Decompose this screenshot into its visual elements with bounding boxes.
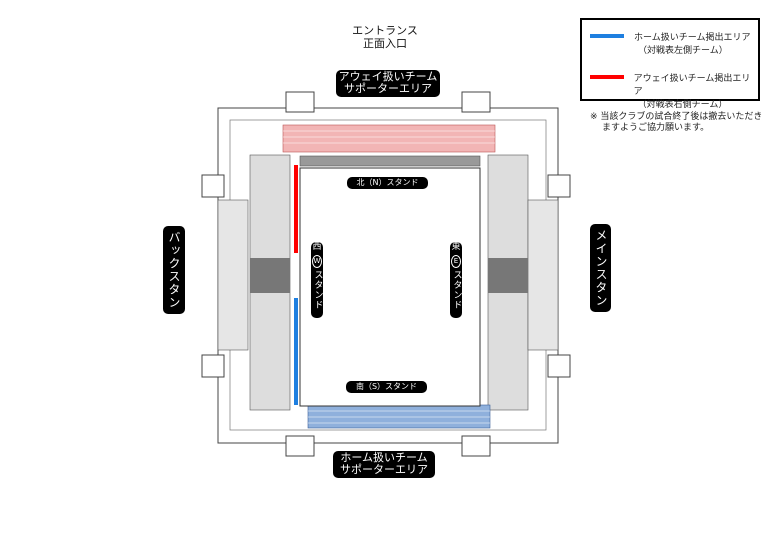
east-kanji: 東 [451,242,461,252]
home-area-line1: ホーム扱いチーム [340,451,428,464]
main-stand-label: メインスタンド [573,224,611,312]
tower-e1 [547,174,571,198]
away-supporter-area-label: アウェイ扱いチーム サポーターエリア [336,70,440,97]
main-stand-upper [527,199,559,351]
legend-label: アウェイ扱いチーム掲出エリア [633,74,751,97]
west-kanji: 西 [312,242,322,252]
legend-swatch-away [590,75,624,79]
legend-sublabel: （対戦表右側チーム） [637,100,728,110]
east-stand-text: スタンド [451,270,462,310]
north-stand-label: 北（N）スタンド [347,177,428,189]
tower-se [461,435,491,457]
back-stand-center [250,258,290,293]
notice-text: ※ 当該クラブの試合終了後は撤去いただき ますようご協力願います。 [590,112,775,134]
tower-w1 [201,174,225,198]
entrance-subtitle: 正面入口 [363,37,407,50]
legend-label: ホーム扱いチーム掲出エリア [634,33,751,43]
pitch [299,167,481,407]
legend-swatch-home [590,34,624,38]
notice-line2: ますようご協力願います。 [602,123,710,133]
back-stand-label: バックスタンド [145,226,185,314]
away-supporter-seats [282,124,496,153]
tower-nw [285,91,315,113]
away-area-line1: アウェイ扱いチーム [338,70,438,83]
home-supporter-area-label: ホーム扱いチーム サポーターエリア [333,451,435,478]
tower-ne [461,91,491,113]
back-stand-upper [217,199,249,351]
tower-w2 [201,354,225,378]
tower-e2 [547,354,571,378]
north-stand-seats [299,155,481,167]
legend-sublabel: （対戦表左側チーム） [638,46,728,56]
entrance-label: エントランス 正面入口 [330,24,440,50]
west-stand-text: スタンド [312,270,323,310]
home-supporter-seats [307,404,491,429]
west-letter: W [312,255,322,268]
seat-row-lines [283,130,495,424]
legend-item-away: アウェイ扱いチーム掲出エリア （対戦表右側チーム） [590,71,758,110]
legend: ホーム扱いチーム掲出エリア （対戦表左側チーム） アウェイ扱いチーム掲出エリア （対… [580,18,760,110]
east-letter: E [451,255,461,268]
south-stand-label: 南（S）スタンド [346,381,427,393]
tower-sw [285,435,315,457]
notice-line1: ※ 当該クラブの試合終了後は撤去いただき [590,112,763,122]
east-stand-label: 東 E スタンド [450,242,462,318]
away-area-line2: サポーターエリア [344,82,432,95]
west-stand-label: 西 W スタンド [311,242,323,318]
legend-item-home: ホーム扱いチーム掲出エリア （対戦表左側チーム） [590,30,750,56]
entrance-title: エントランス [352,24,418,37]
home-area-line2: サポーターエリア [340,463,428,476]
main-stand-center [488,258,528,293]
